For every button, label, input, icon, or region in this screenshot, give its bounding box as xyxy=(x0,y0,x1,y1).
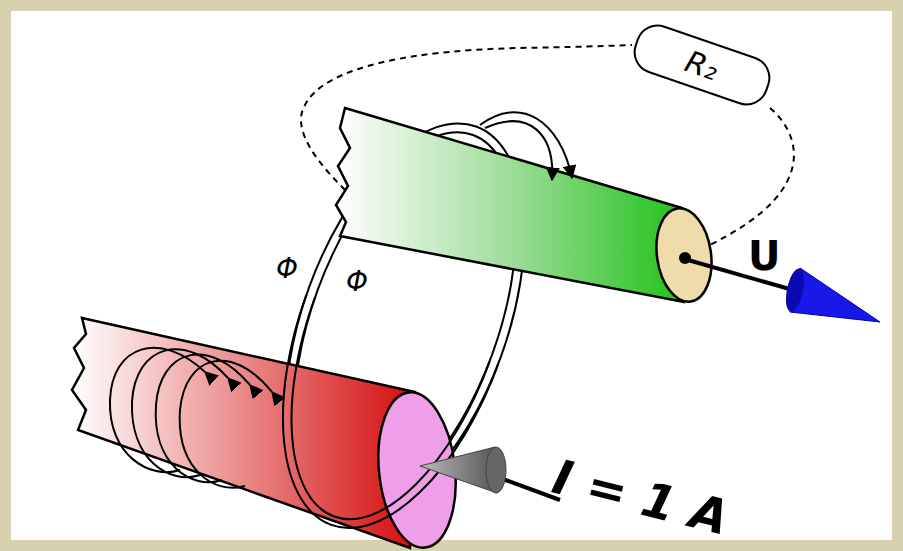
magnetic-field-loops xyxy=(110,348,272,488)
flux-ring xyxy=(235,295,498,551)
resistor-label: R₂ xyxy=(681,43,723,87)
red-conductor xyxy=(72,318,463,551)
current-arrow xyxy=(420,447,560,500)
flux-label: Φ xyxy=(346,268,368,296)
flux-label: Φ xyxy=(276,255,298,283)
voltage-label: U xyxy=(748,236,780,276)
green-conductor xyxy=(336,108,717,305)
voltage-arrow xyxy=(688,260,880,322)
